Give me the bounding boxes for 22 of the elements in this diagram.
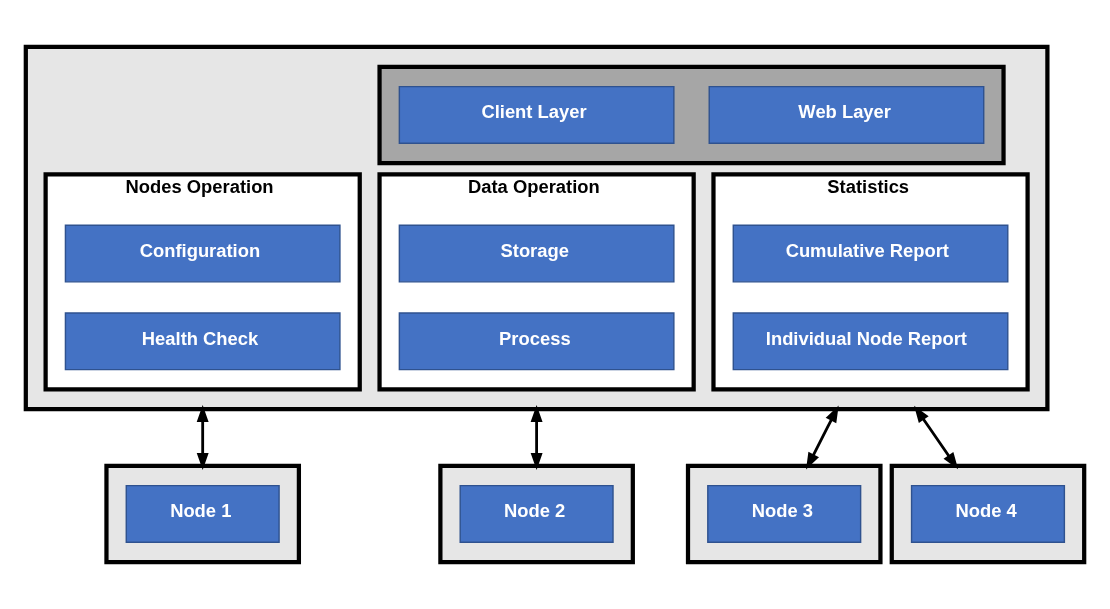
cluster <box>685 463 883 565</box>
node-box: Node 4 <box>910 484 1066 543</box>
cluster <box>377 64 1006 166</box>
node-box: Individual Node Report <box>732 312 1009 371</box>
node-box: Node 3 <box>707 484 862 543</box>
cluster <box>104 463 301 565</box>
node-box: Storage <box>398 224 675 283</box>
cluster <box>23 44 1050 412</box>
arrow <box>806 405 839 470</box>
cluster <box>438 463 635 565</box>
cluster <box>889 463 1087 565</box>
node-box: Client Layer <box>398 85 675 144</box>
node-box: Web Layer <box>708 85 985 144</box>
node-box: Process <box>398 312 675 371</box>
node-box: Configuration <box>64 224 341 283</box>
node-box: Node 2 <box>459 484 614 543</box>
node-box: Health Check <box>64 312 341 371</box>
node-box: Node 1 <box>125 484 280 543</box>
arrow <box>914 405 959 470</box>
node-box: Cumulative Report <box>732 224 1009 283</box>
arrow <box>196 404 209 471</box>
arrow <box>530 404 543 471</box>
